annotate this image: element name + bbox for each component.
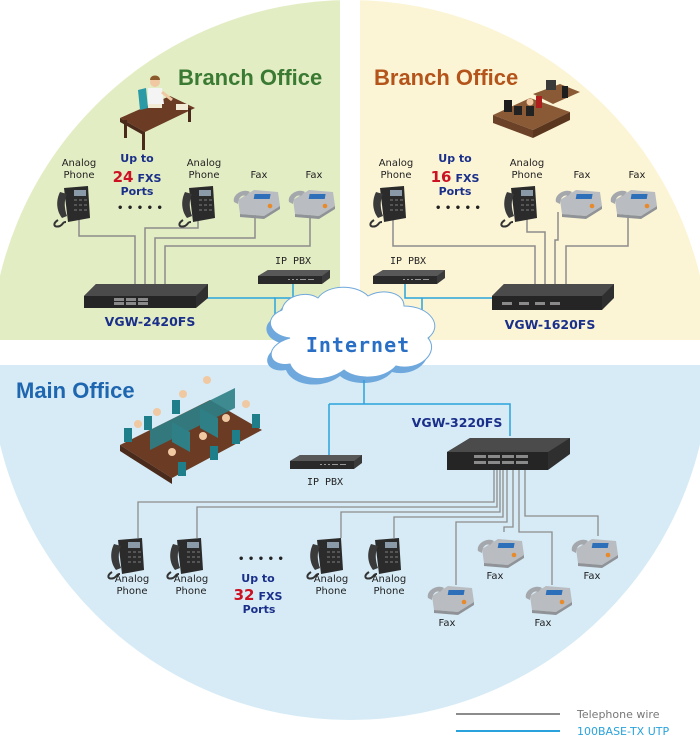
main-office-analog-phone-1[interactable]: Analog Phone [107, 537, 150, 597]
main-office-ip-pbx[interactable]: IP PBX [290, 455, 362, 488]
branch-left-utp-wires [205, 278, 294, 318]
endpoint-label-line2: Phone [381, 170, 412, 181]
endpoint-label-line2: Phone [316, 586, 347, 597]
branch-right-title: Branch Office [374, 65, 518, 90]
main-office-utp-wires [328, 380, 511, 456]
internet-cloud[interactable]: Internet [266, 286, 436, 385]
branch-right-ip-pbx[interactable]: IP PBX [373, 256, 445, 284]
branch-right-telephone-wires [392, 212, 629, 285]
endpoint-label-line2: Phone [176, 586, 207, 597]
gateway-model-label: VGW-3220FS [412, 415, 503, 430]
endpoint-label-line2: Phone [374, 586, 405, 597]
main-office-analog-phone-2[interactable]: Analog Phone [166, 537, 209, 597]
main-office-fax-3[interactable]: Fax [525, 586, 572, 629]
endpoint-label: Fax [306, 170, 323, 181]
branch-left-endpoint-fax-2[interactable]: Fax [288, 170, 335, 219]
capacity-prefix: Up to [241, 572, 275, 585]
gateway-model-label: VGW-1620FS [505, 317, 596, 332]
capacity-unit: FXS [455, 172, 479, 185]
capacity-count: 24 [113, 168, 134, 186]
main-office-gateway-vgw-3220fs[interactable]: VGW-3220FS [412, 415, 570, 470]
branch-left-ip-pbx[interactable]: IP PBX [258, 256, 330, 284]
branch-left-endpoint-analog-phone-1[interactable]: Analog Phone [53, 158, 97, 228]
branch-right-gateway-vgw-1620fs[interactable]: VGW-1620FS [492, 284, 614, 332]
branch-right-endpoint-fax-1[interactable]: Fax [555, 170, 602, 219]
legend-item-telephone-wire: Telephone wire [456, 708, 660, 721]
branch-right-office-illustration [493, 80, 580, 138]
endpoint-label-line1: Analog [372, 574, 407, 585]
ellipsis-dots: • • • • • [435, 203, 481, 214]
branch-right-endpoint-analog-phone-2[interactable]: Analog Phone [500, 158, 545, 228]
endpoint-label: Fax [629, 170, 646, 181]
capacity-count: 16 [431, 168, 452, 186]
pbx-device-icon [290, 455, 362, 469]
endpoint-label-line2: Phone [64, 170, 95, 181]
legend-item-utp: 100BASE-TX UTP [456, 725, 669, 738]
pbx-device-icon [373, 270, 445, 284]
branch-right-endpoint-fax-2[interactable]: Fax [610, 170, 657, 219]
internet-label: Internet [306, 333, 410, 357]
pbx-label: IP PBX [390, 256, 426, 267]
endpoint-label-line1: Analog [115, 574, 150, 585]
pbx-device-icon [258, 270, 330, 284]
endpoint-label: Fax [487, 571, 504, 582]
endpoint-label: Fax [439, 618, 456, 629]
capacity-unit: FXS [258, 590, 282, 603]
main-office-fax-2[interactable]: Fax [477, 539, 524, 582]
branch-left-endpoint-analog-phone-2[interactable]: Analog Phone [178, 158, 222, 228]
endpoint-label-line1: Analog [187, 158, 222, 169]
pbx-label: IP PBX [275, 256, 311, 267]
branch-left-office-illustration [120, 75, 195, 150]
capacity-suffix: Ports [243, 603, 276, 616]
main-office-analog-phone-3[interactable]: Analog Phone [306, 537, 349, 597]
legend-label: 100BASE-TX UTP [577, 725, 669, 738]
main-office-fax-4[interactable]: Fax [571, 539, 618, 582]
branch-left-telephone-wires [78, 212, 311, 285]
capacity-suffix: Ports [121, 185, 154, 198]
pbx-label: IP PBX [307, 477, 343, 488]
capacity-prefix: Up to [120, 152, 154, 165]
ellipsis-dots: • • • • • [238, 554, 284, 565]
endpoint-label-line1: Analog [379, 158, 414, 169]
legend-label: Telephone wire [576, 708, 660, 721]
endpoint-label: Fax [535, 618, 552, 629]
endpoint-label-line2: Phone [512, 170, 543, 181]
branch-right-endpoint-analog-phone-1[interactable]: Analog Phone [369, 158, 414, 228]
branch-left-gateway-vgw-2420fs[interactable]: VGW-2420FS [84, 284, 208, 329]
endpoint-label-line1: Analog [174, 574, 209, 585]
branch-left-title: Branch Office [178, 65, 322, 90]
ellipsis-dots: • • • • • [117, 203, 163, 214]
main-office-analog-phone-4[interactable]: Analog Phone [364, 537, 407, 597]
capacity-suffix: Ports [439, 185, 472, 198]
endpoint-label-line2: Phone [117, 586, 148, 597]
legend: Telephone wire 100BASE-TX UTP [456, 708, 669, 738]
endpoint-label: Fax [584, 571, 601, 582]
main-office-fax-1[interactable]: Fax [427, 586, 474, 629]
capacity-unit: FXS [137, 172, 161, 185]
endpoint-label: Fax [251, 170, 268, 181]
main-office-telephone-wires [137, 470, 599, 585]
capacity-prefix: Up to [438, 152, 472, 165]
gateway-model-label: VGW-2420FS [105, 314, 196, 329]
branch-left-endpoint-fax-1[interactable]: Fax [233, 170, 280, 219]
endpoint-label-line1: Analog [510, 158, 545, 169]
endpoint-label: Fax [574, 170, 591, 181]
endpoint-label-line2: Phone [189, 170, 220, 181]
capacity-count: 32 [234, 586, 255, 604]
main-office-title: Main Office [16, 378, 135, 403]
endpoint-label-line1: Analog [314, 574, 349, 585]
endpoint-label-line1: Analog [62, 158, 97, 169]
main-office-call-center-illustration [120, 376, 262, 484]
